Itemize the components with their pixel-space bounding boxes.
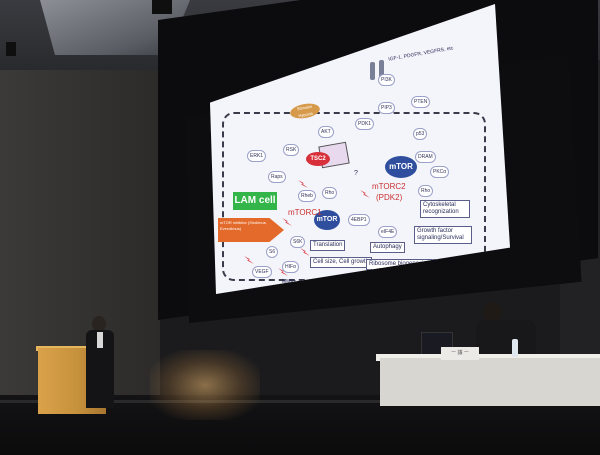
- node-pkca: PKCα: [430, 166, 450, 178]
- ceiling-spotlight: [6, 42, 16, 56]
- tsc2-badge: TSC2: [306, 152, 330, 166]
- node-s6k: S6K: [290, 236, 306, 248]
- ceiling-spotlight: [152, 0, 172, 14]
- label-question: ?: [354, 170, 358, 177]
- node-pip3: PIP3: [378, 102, 395, 114]
- node-s6: S6: [266, 246, 279, 258]
- water-bottle: [512, 339, 518, 357]
- node-hif: HIFα: [282, 261, 299, 273]
- node-4ebp1: 4EBP1: [348, 214, 370, 226]
- left-wall: [0, 70, 160, 400]
- desk-top: [376, 354, 600, 361]
- mtorc2-sub: (PDK2): [376, 193, 403, 202]
- presenter-head: [92, 316, 106, 332]
- node-pi3k: PI3K: [378, 74, 395, 86]
- stage-edge: [0, 400, 600, 403]
- node-rho-mid: Rho: [322, 187, 338, 199]
- stage-light-glow: [150, 350, 260, 420]
- node-raps: Raps: [268, 171, 286, 183]
- node-pdk1: PDK1: [355, 118, 375, 130]
- node-akt: AKT: [318, 126, 334, 138]
- nameplate: ー 議 ー: [441, 347, 479, 360]
- mtorc2-mtor: mTOR: [385, 156, 417, 178]
- mtorc1-label: mTORC1: [288, 208, 322, 217]
- lam-cell-label: LAM cell: [233, 192, 277, 210]
- node-rheb: Rheb: [298, 190, 316, 202]
- node-dram: DRAM: [415, 151, 436, 163]
- panelist-head: [484, 302, 502, 322]
- presenter: [84, 316, 118, 408]
- node-pten: PTEN: [411, 96, 431, 108]
- receptor-icon: [370, 62, 375, 80]
- presenter-shirt: [97, 332, 103, 348]
- node-rho-right: Rho: [418, 185, 434, 197]
- lightning-icon: [244, 256, 254, 264]
- lightning-icon: [298, 180, 308, 188]
- label-mmps: MMPs: [282, 279, 297, 285]
- outcome-cell-size: Cell size, Cell growth: [310, 257, 373, 268]
- outcome-growth-factor: Growth factor signaling/Survival: [414, 226, 472, 244]
- node-eif4e: eIF4E: [378, 226, 398, 238]
- lightning-icon: [360, 190, 370, 198]
- node-rsk: RSK: [283, 144, 300, 156]
- panel-desk: [380, 358, 600, 406]
- receptor-icon: [379, 60, 384, 78]
- outcome-autophagy: Autophagy: [370, 242, 405, 253]
- mtorc2-label: mTORC2: [372, 182, 406, 191]
- slide-title-top: IGF-1, PDGFR, VEGFRS, etc: [387, 45, 454, 63]
- lightning-icon: [282, 218, 292, 226]
- node-p53: p53: [413, 128, 428, 140]
- lightning-icon: [300, 248, 310, 256]
- lightning-icon: [278, 268, 288, 276]
- inhibitor-arrow: mTOR inhibitor (Sirolimus, Everolimus): [218, 218, 284, 242]
- mtorc1-mtor: mTOR: [314, 210, 340, 230]
- outcome-translation: Translation: [310, 240, 346, 251]
- node-erk: ERK1: [247, 150, 267, 162]
- node-vegf: VEGF: [252, 266, 272, 278]
- outcome-cytoskeletal: Cytoskeletal recognization: [420, 200, 470, 218]
